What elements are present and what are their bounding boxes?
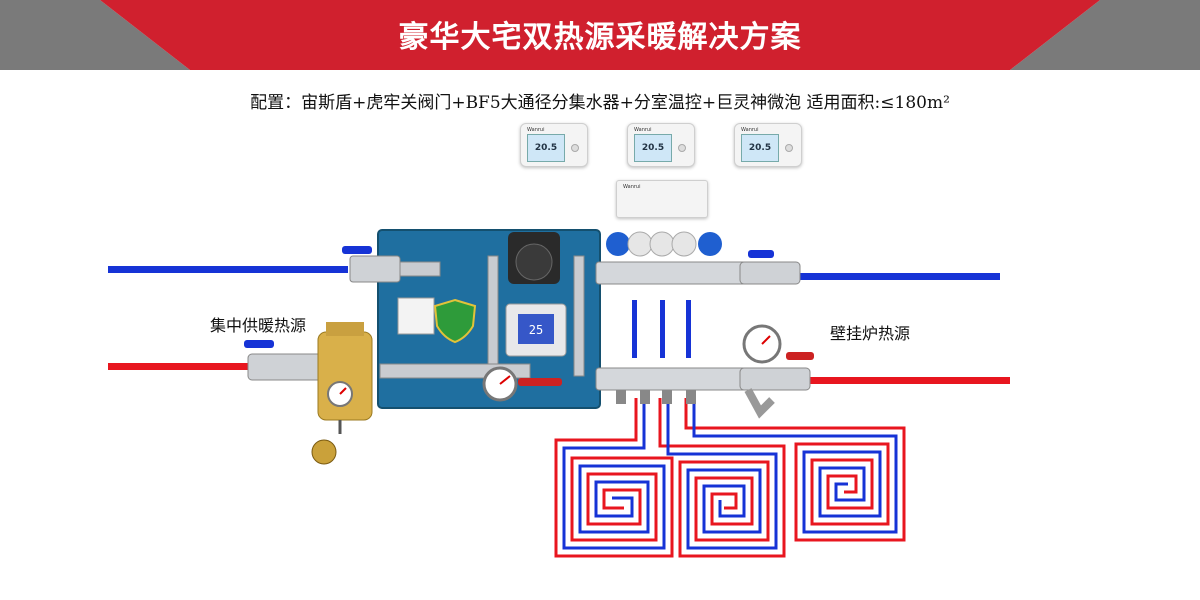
header-banner <box>0 0 1200 70</box>
panel-valve-handle <box>518 378 562 386</box>
return-right-valve-handle <box>748 250 774 258</box>
right-return-pipe <box>790 273 1000 280</box>
thermostat-2-reading: 20.5 <box>634 134 672 162</box>
room-thermostat-3: Wanrui 20.5 <box>734 123 802 167</box>
dirt-separator <box>244 322 373 465</box>
panel-display-screen <box>518 314 554 344</box>
banner-right-gray <box>1010 0 1200 70</box>
thermostat-3-reading: 20.5 <box>741 134 779 162</box>
config-line: 配置：宙斯盾+虎牢关阀门+BF5大通径分集水器+分室温控+巨灵神微泡 适用面积:… <box>250 93 950 113</box>
manifold-link-1 <box>632 300 637 358</box>
thermostat-1-button <box>571 144 579 152</box>
room-thermostat-2: Wanrui 20.5 <box>627 123 695 167</box>
controller-brand: Wanrui <box>623 184 641 190</box>
coil-1-return <box>562 398 666 550</box>
return-manifold <box>342 231 801 285</box>
manifold-link-2 <box>660 300 665 358</box>
coil-3-return <box>692 398 898 534</box>
thermostat-2-button <box>678 144 686 152</box>
thermostat-3-button <box>785 144 793 152</box>
supply-manifold <box>595 324 814 419</box>
separator-valve-handle <box>244 340 274 348</box>
thermostat-3-brand: Wanrui <box>741 127 759 133</box>
banner-left-gray <box>0 0 190 70</box>
coil-3-supply <box>684 398 906 542</box>
y-strainer <box>744 388 775 419</box>
left-return-pipe <box>108 266 348 273</box>
pump-face <box>515 243 553 281</box>
thermostat-2-brand: Wanrui <box>634 127 652 133</box>
mixing-station-panel: 25 <box>377 229 601 409</box>
coil-2-supply <box>658 398 786 558</box>
coil-1-supply <box>554 398 674 558</box>
supply-valve-handle <box>786 352 814 360</box>
room-thermostat-1: Wanrui 20.5 <box>520 123 588 167</box>
wiring-controller: Wanrui <box>616 180 708 218</box>
thermostat-1-brand: Wanrui <box>527 127 545 133</box>
return-valve-handle <box>342 246 372 254</box>
panel-display-reading: 25 <box>529 323 543 337</box>
manifold-link-3 <box>686 300 691 358</box>
wall-boiler-source-label: 壁挂炉热源 <box>830 324 911 343</box>
shield-badge-icon <box>433 298 477 344</box>
left-supply-pipe <box>108 363 268 370</box>
right-supply-pipe <box>810 377 1010 384</box>
floor-heating-coils <box>554 398 906 558</box>
central-heating-source-label: 集中供暖热源 <box>210 316 307 335</box>
panel-label-plate <box>397 297 435 335</box>
coil-2-return <box>666 398 778 550</box>
thermostat-1-reading: 20.5 <box>527 134 565 162</box>
banner-red <box>100 0 1100 70</box>
page-title: 豪华大宅双热源采暖解决方案 <box>398 20 802 55</box>
